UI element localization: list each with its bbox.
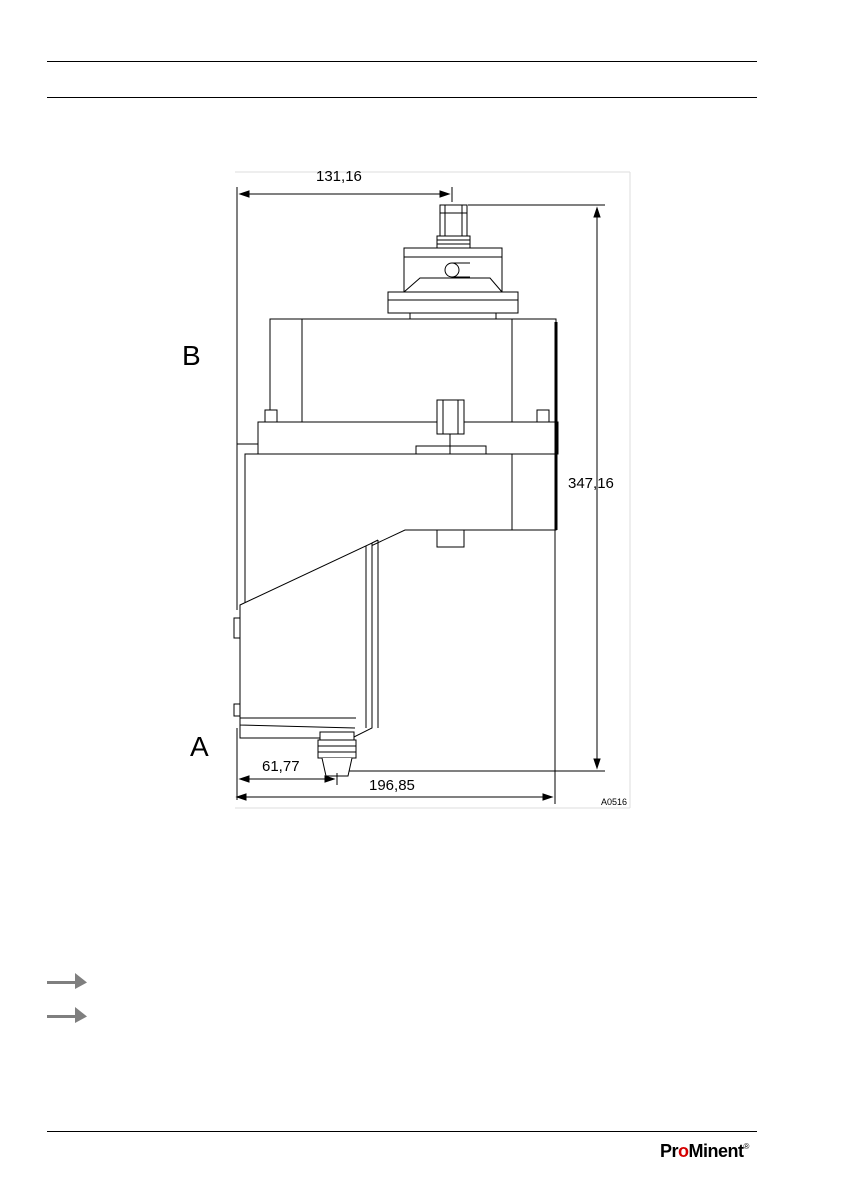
view-label-b: B (182, 340, 201, 371)
footer-rule (47, 1131, 757, 1132)
dimension-height: 347,16 (568, 475, 614, 492)
arrow-right-icon (47, 971, 87, 989)
dimension-total-width: 196,85 (369, 777, 415, 794)
view-label-a: A (190, 731, 209, 762)
dimension-top-width: 131,16 (316, 168, 362, 185)
brand-logo: ProMinent® (660, 1141, 749, 1162)
arrow-right-icon (47, 1005, 87, 1023)
dimension-bottom-offset: 61,77 (262, 758, 300, 775)
figure-reference: A0516 (601, 797, 627, 807)
